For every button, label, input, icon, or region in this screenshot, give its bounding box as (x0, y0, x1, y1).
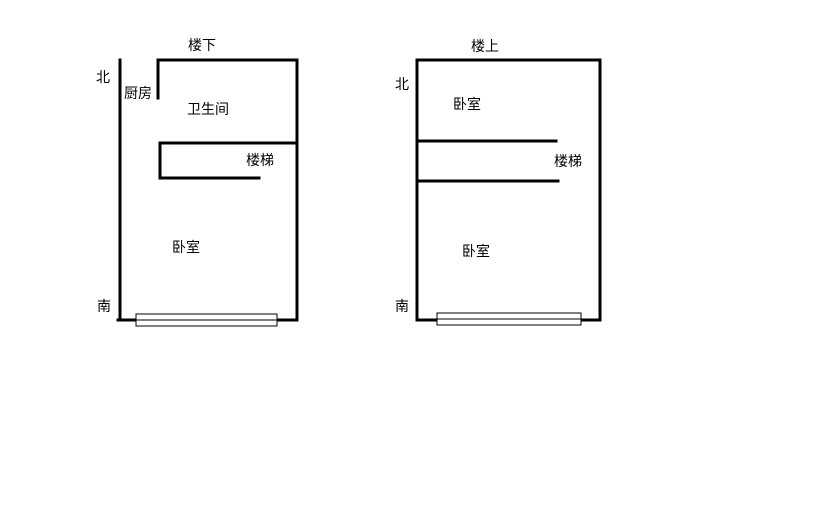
downstairs-stairs-label: 楼梯 (246, 153, 274, 169)
downstairs-south-label: 南 (97, 299, 111, 315)
downstairs-stair-walls (158, 141, 297, 180)
downstairs-north-east-wall (156, 58, 299, 322)
downstairs-bedroom-label: 卧室 (172, 239, 200, 256)
downstairs-north-label: 北 (96, 70, 110, 86)
upstairs-title: 楼上 (471, 39, 499, 55)
downstairs-title: 楼下 (188, 38, 216, 54)
upstairs-north-label: 北 (395, 77, 409, 93)
downstairs-kitchen-label: 厨房 (124, 86, 152, 102)
downstairs-bathroom-label: 卫生间 (187, 102, 229, 118)
upstairs-bedroom-north-label: 卧室 (453, 96, 481, 113)
downstairs-plan: 楼下 北 南 厨房 卫生间 楼梯 卧室 (96, 38, 299, 327)
upstairs-south-label: 南 (395, 299, 409, 315)
upstairs-stairs-label: 楼梯 (554, 154, 582, 170)
upstairs-bedroom-south-label: 卧室 (462, 243, 490, 260)
upstairs-outer-walls (415, 58, 602, 322)
upstairs-plan: 楼上 北 南 卧室 楼梯 卧室 (395, 39, 602, 326)
